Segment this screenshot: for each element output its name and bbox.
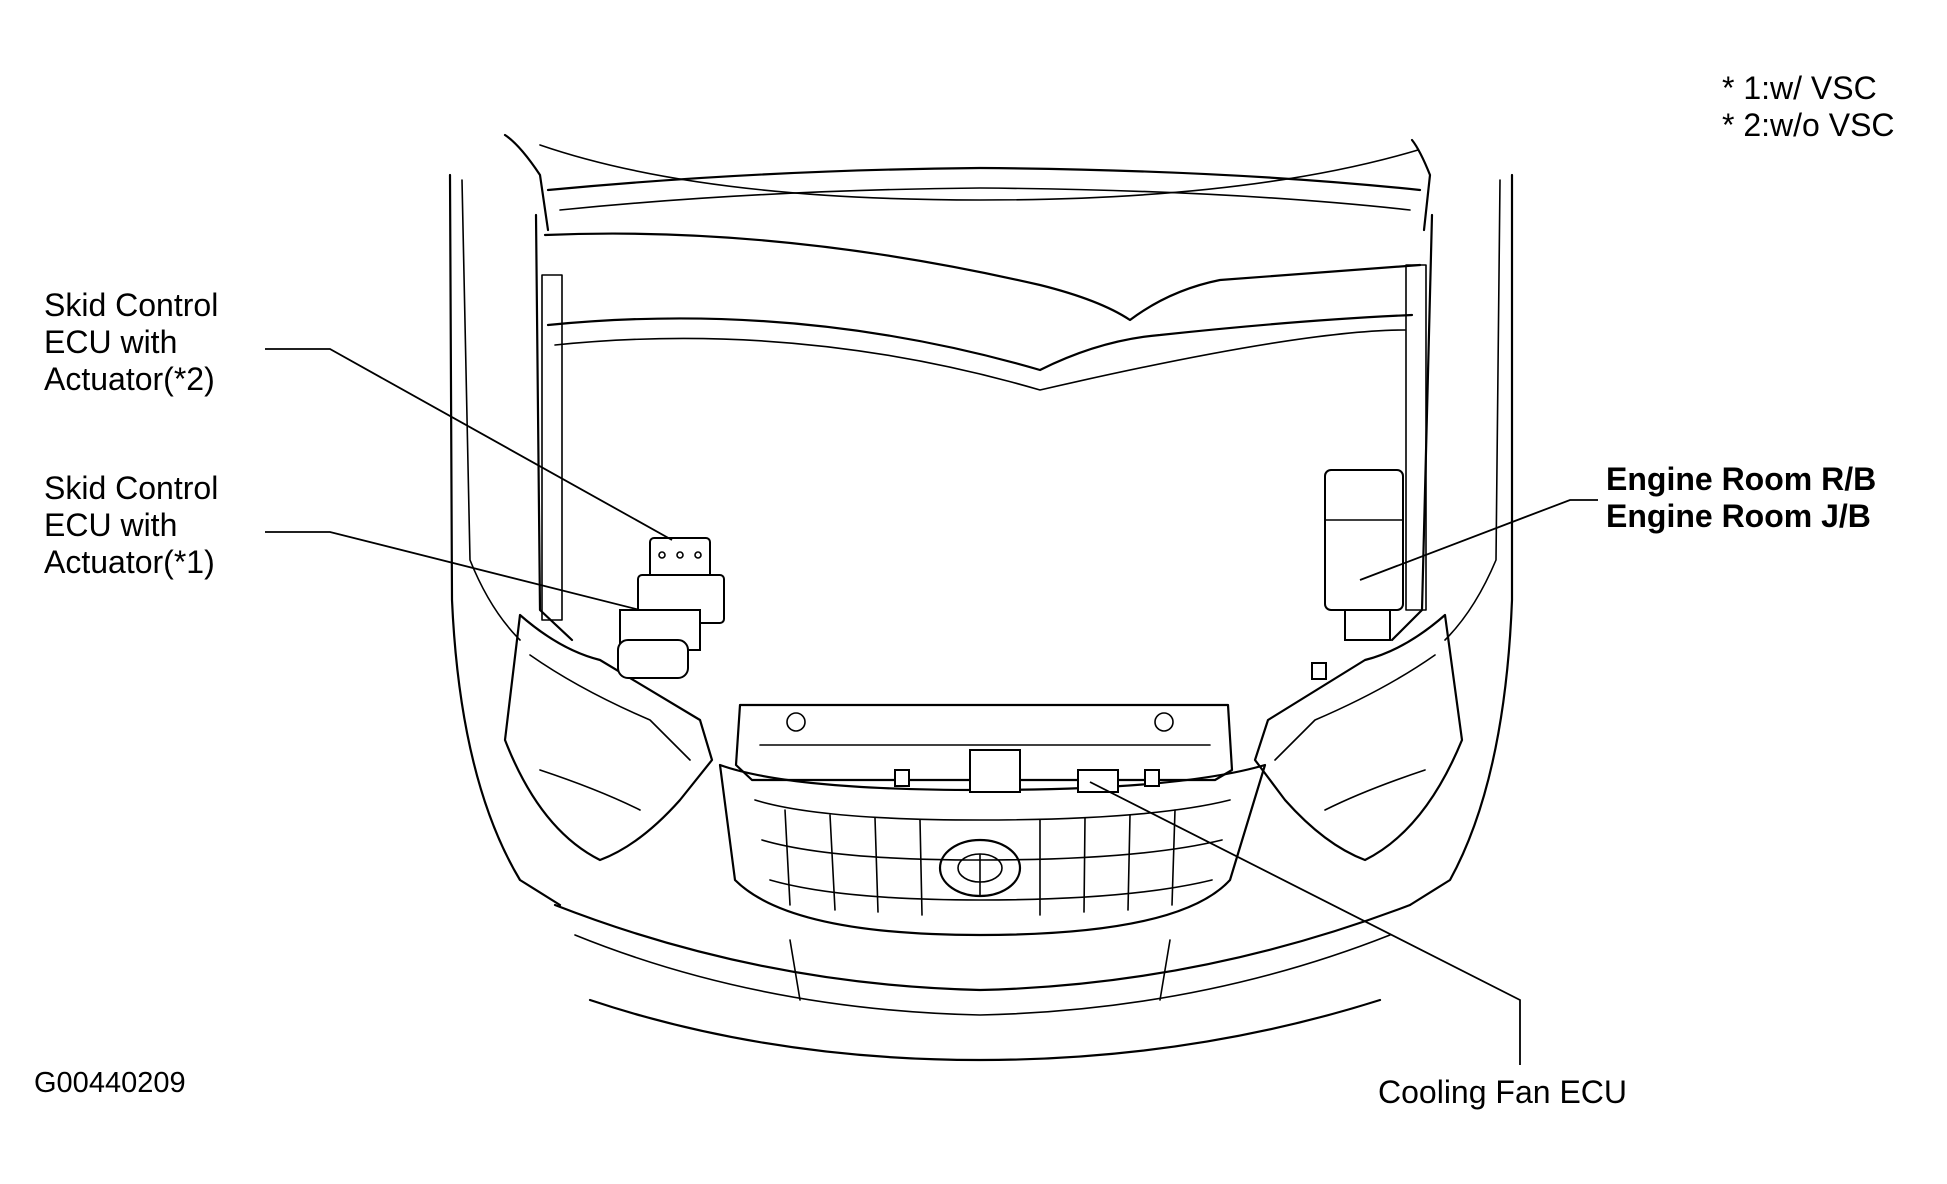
label-line: Actuator(*1) [44,544,215,580]
label-line: ECU with [44,507,178,543]
label-line: Actuator(*2) [44,361,215,397]
label-line: ECU with [44,324,178,360]
leader-line-cooling-fan-ecu [1089,781,1521,1065]
label-engine-room-jb: Engine Room J/B [1606,498,1871,534]
label-line: Skid Control [44,287,219,323]
label-skid-control-ecu-1: Skid Control ECU with Actuator(*1) [44,470,218,581]
leader-line-skid-control-ecu-1 [265,531,641,611]
label-skid-control-ecu-2: Skid Control ECU with Actuator(*2) [44,287,218,398]
car-body-outline [448,133,1514,1062]
label-cooling-fan-ecu: Cooling Fan ECU [1378,1074,1627,1110]
note-wo-vsc: * 2:w/o VSC [1722,107,1895,143]
variant-note: * 1:w/ VSC * 2:w/o VSC [1722,70,1895,144]
label-engine-room-rb: Engine Room R/B [1606,461,1877,497]
leader-line-engine-room [1359,499,1598,581]
figure-id: G00440209 [34,1067,186,1099]
label-line: Skid Control [44,470,219,506]
label-engine-room: Engine Room R/B Engine Room J/B [1606,461,1876,535]
cooling-fan-ecu-part [894,749,1160,793]
engine-room-relay-block-part [1311,469,1404,680]
note-w-vsc: * 1:w/ VSC [1722,70,1877,106]
leader-line-skid-control-ecu-2 [265,348,673,541]
skid-control-ecu-actuator-part [617,537,725,679]
